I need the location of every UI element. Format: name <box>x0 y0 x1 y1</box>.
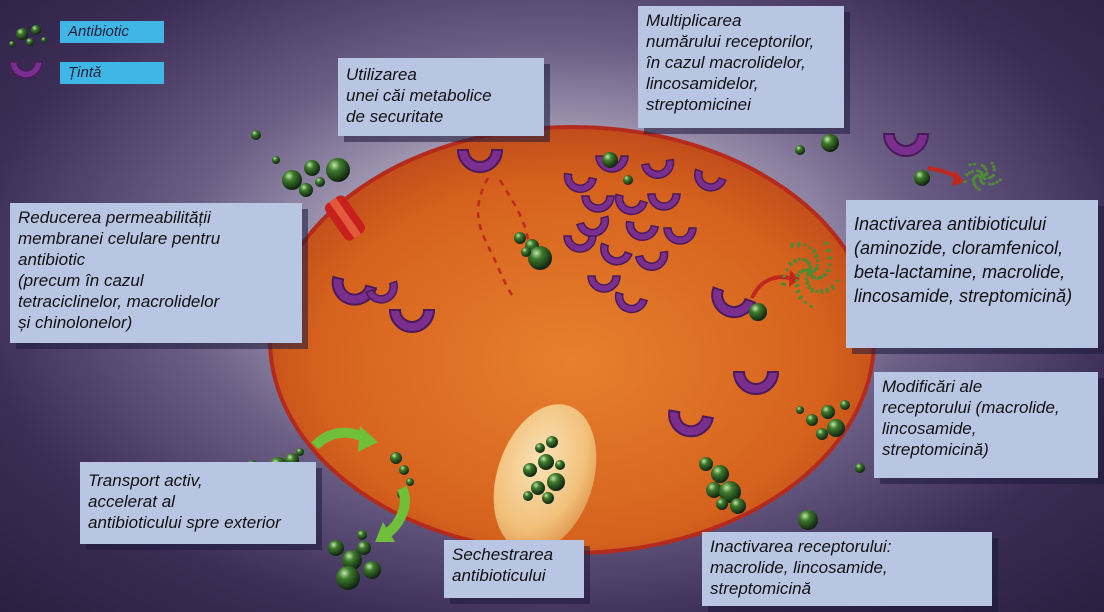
antibiotic-molecule-icon <box>406 478 414 486</box>
antibiotic-molecule-icon <box>41 37 47 43</box>
antibiotic-molecule-icon <box>840 400 850 410</box>
antibiotic-molecule-icon <box>730 498 746 514</box>
antibiotic-molecule-icon <box>821 405 835 419</box>
antibiotic-molecule-icon <box>699 457 713 471</box>
antibiotic-molecule-icon <box>542 492 554 504</box>
antibiotic-molecule-icon <box>555 460 565 470</box>
antibiotic-molecule-icon <box>336 566 360 590</box>
antibiotic-molecule-icon <box>521 247 531 257</box>
legend-target-label: Țintă <box>60 62 164 84</box>
antibiotic-molecule-icon <box>795 145 805 155</box>
antibiotic-molecule-icon <box>282 170 302 190</box>
antibiotic-molecule-icon <box>546 436 558 448</box>
antibiotic-molecule-icon <box>914 170 930 186</box>
antibiotic-molecule-icon <box>535 443 545 453</box>
antibiotic-molecule-icon <box>623 175 633 185</box>
antibiotic-molecule-icon <box>357 530 367 540</box>
legend-antibiotic-label: Antibiotic <box>60 21 164 43</box>
antibiotic-molecule-icon <box>251 130 261 140</box>
antibiotic-molecule-icon <box>602 152 618 168</box>
antibiotic-molecule-icon <box>528 246 552 270</box>
antibiotic-molecule-icon <box>390 452 402 464</box>
antibiotic-molecule-icon <box>538 454 554 470</box>
antibiotic-molecule-icon <box>304 160 320 176</box>
antibiotic-molecule-icon <box>523 491 533 501</box>
antibiotic-molecule-icon <box>299 183 313 197</box>
antibiotic-molecule-icon <box>855 463 865 473</box>
label-receptor-inactivation: Inactivarea receptorului: macrolide, lin… <box>702 532 992 606</box>
antibiotic-molecule-icon <box>821 134 839 152</box>
antibiotic-molecule-icon <box>827 419 845 437</box>
antibiotic-molecule-icon <box>16 28 28 40</box>
antibiotic-molecule-icon <box>363 561 381 579</box>
antibiotic-molecule-icon <box>9 41 15 47</box>
antibiotic-molecule-icon <box>26 38 34 46</box>
antibiotic-molecule-icon <box>272 156 280 164</box>
antibiotic-molecule-icon <box>796 406 804 414</box>
label-inactivation-antibiotic: Inactivarea antibioticului (aminozide, c… <box>846 200 1098 348</box>
antibiotic-molecule-icon <box>523 463 537 477</box>
antibiotic-molecule-icon <box>711 465 729 483</box>
label-receptor-modification: Modificări ale receptorului (macrolide, … <box>874 372 1098 478</box>
target-receptor-icon <box>10 62 42 78</box>
label-receptor-multiplication: Multiplicarea numărului receptorilor, în… <box>638 6 844 128</box>
antibiotic-molecule-icon <box>315 177 325 187</box>
target-receptor-icon <box>884 134 928 156</box>
antibiotic-molecule-icon <box>798 510 818 530</box>
antibiotic-molecule-icon <box>806 414 818 426</box>
antibiotic-molecule-icon <box>514 232 526 244</box>
antibiotic-molecule-icon <box>326 158 350 182</box>
antibiotic-molecule-icon <box>328 540 344 556</box>
label-metabolic-path: Utilizarea unei căi metabolice de securi… <box>338 58 544 136</box>
label-active-transport: Transport activ, accelerat al antibiotic… <box>80 462 316 544</box>
antibiotic-molecule-icon <box>816 428 828 440</box>
antibiotic-molecule-icon <box>531 481 545 495</box>
antibiotic-molecule-icon <box>296 448 304 456</box>
antibiotic-molecule-icon <box>31 25 41 35</box>
label-permeability: Reducerea permeabilității membranei celu… <box>10 203 302 343</box>
antibiotic-molecule-icon <box>716 498 728 510</box>
label-sequestration: Sechestrarea antibioticului <box>444 540 584 598</box>
antibiotic-molecule-icon <box>749 303 767 321</box>
antibiotic-molecule-icon <box>357 541 371 555</box>
antibiotic-molecule-icon <box>547 473 565 491</box>
antibiotic-molecule-icon <box>399 465 409 475</box>
